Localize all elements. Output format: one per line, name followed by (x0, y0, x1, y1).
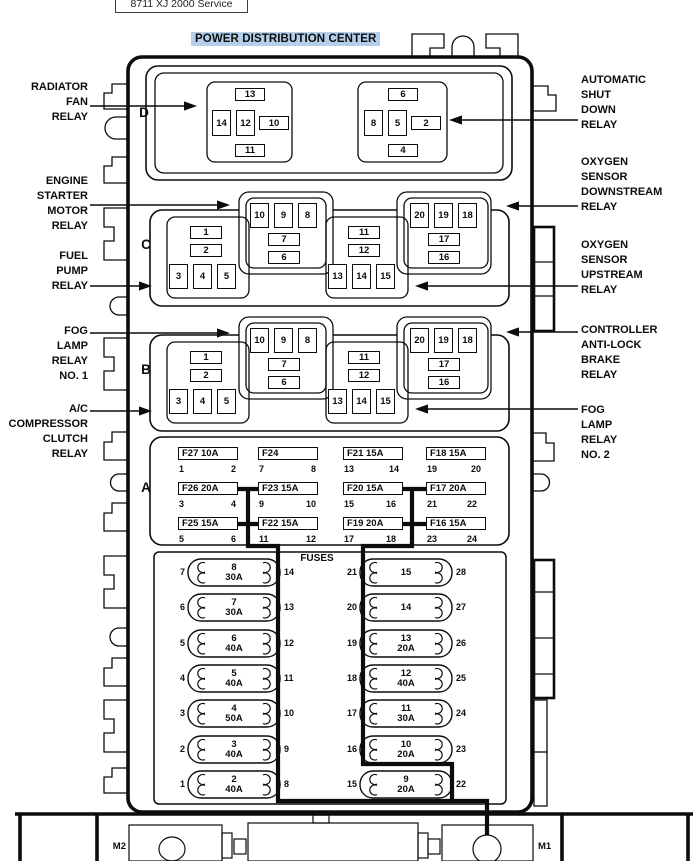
section-a-outline (149, 436, 510, 546)
section-letter-d: D (139, 105, 149, 120)
section-letter-a: A (141, 480, 151, 495)
bus-routing-lines (236, 486, 490, 835)
section-letter-c: C (141, 237, 151, 252)
top-mounting-tabs (411, 33, 519, 57)
bottom-connector-band (15, 812, 693, 861)
leader-lines (90, 105, 578, 412)
document-tab[interactable]: 8711 XJ 2000 Service (115, 0, 248, 13)
m2-terminal-label: M2 (112, 841, 126, 852)
right-mounting-tabs (532, 85, 557, 492)
page-title: POWER DISTRIBUTION CENTER (191, 32, 381, 46)
section-letter-b: B (141, 362, 151, 377)
m1-terminal-label: M1 (538, 841, 552, 852)
right-bracket-upper (532, 225, 556, 333)
right-bracket-lower (532, 558, 556, 700)
left-mounting-tabs (103, 83, 128, 794)
section-d-outline (145, 65, 513, 181)
fuses-panel-title: FUSES (300, 553, 334, 564)
